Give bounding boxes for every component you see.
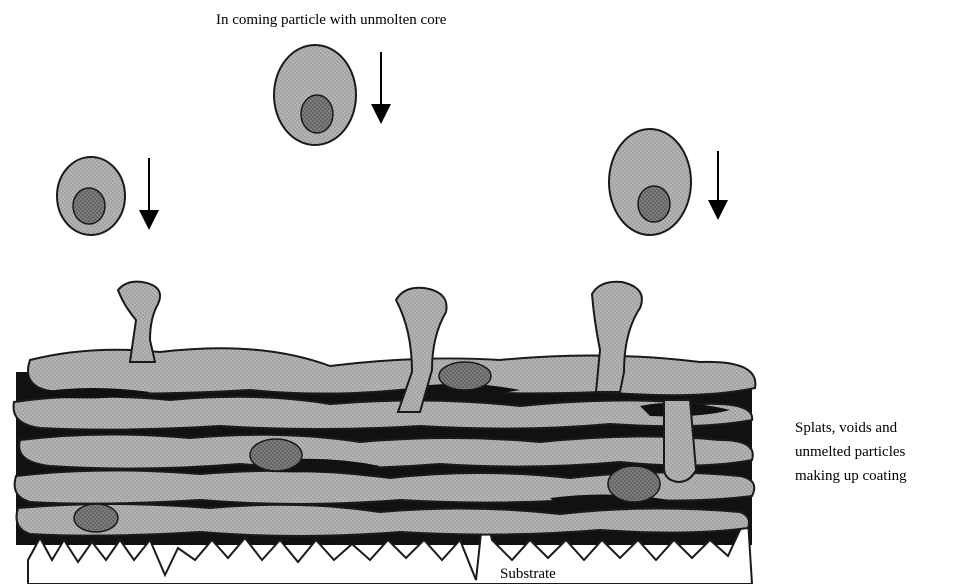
arrow-down-icon <box>139 158 159 230</box>
incoming-particle-center <box>274 45 356 145</box>
unmolten-core <box>638 186 670 222</box>
substrate-label: Substrate <box>500 566 556 582</box>
unmelted-particle <box>250 439 302 471</box>
unmolten-core <box>301 95 333 133</box>
incoming-particle-label: In coming particle with unmolten core <box>216 12 447 28</box>
unmelted-particle <box>74 504 118 532</box>
arrow-down-icon <box>708 151 728 220</box>
coating-label-line-2: unmelted particles <box>795 444 906 460</box>
unmelted-particle <box>608 466 660 502</box>
splat-stem <box>664 400 696 482</box>
coating-label-line-1: Splats, voids and <box>795 420 898 436</box>
coating-layers <box>14 282 756 584</box>
incoming-particle-left <box>57 157 125 235</box>
arrow-down-icon <box>371 52 391 124</box>
coating-label-line-3: making up coating <box>795 468 907 484</box>
unmelted-particle <box>439 362 491 390</box>
unmolten-core <box>73 188 105 224</box>
incoming-particle-right <box>609 129 691 235</box>
